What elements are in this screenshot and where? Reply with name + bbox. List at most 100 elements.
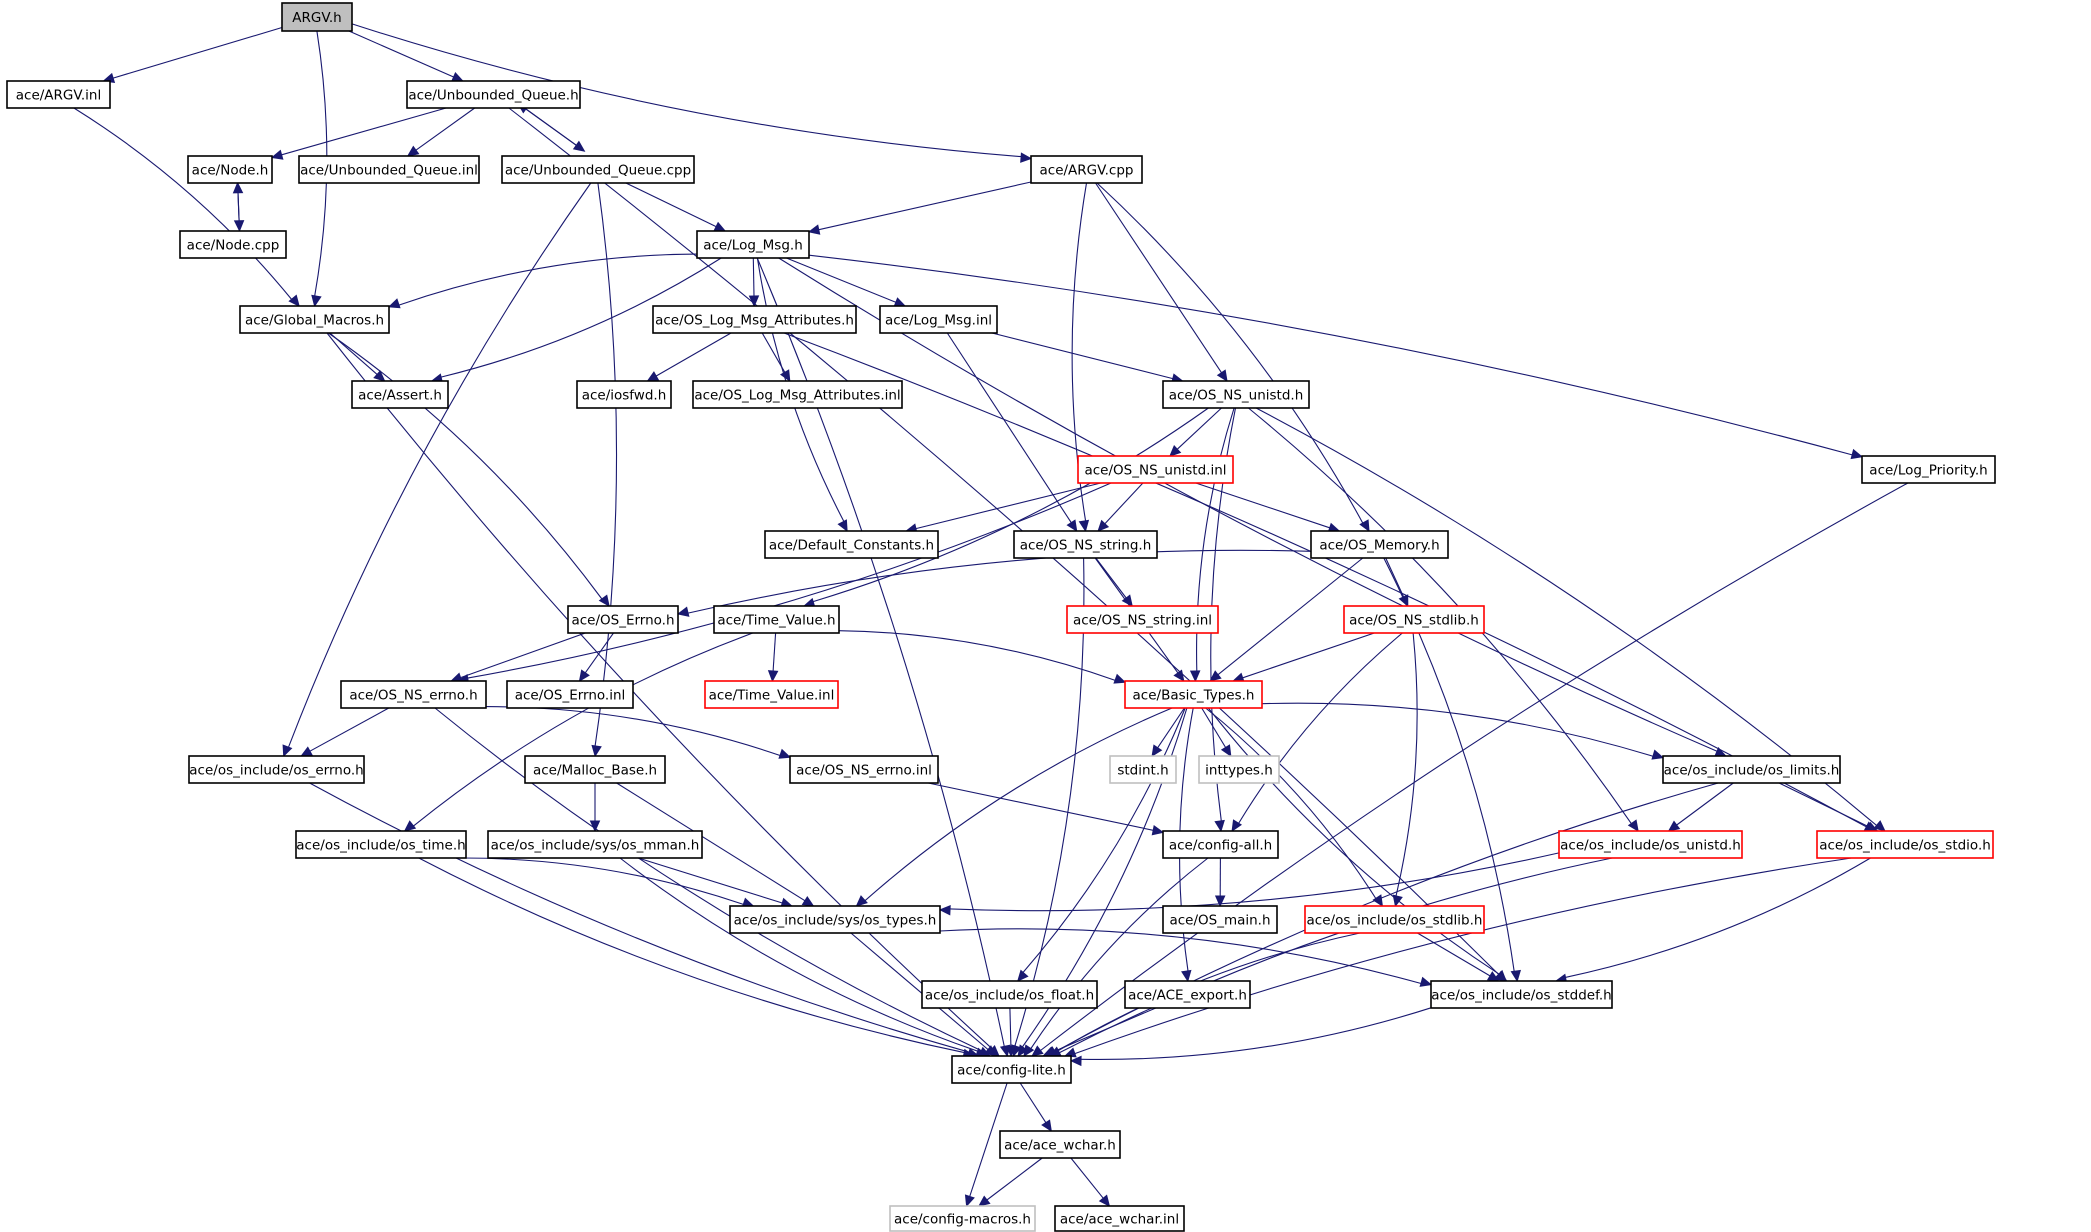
- node-box[interactable]: [1066, 605, 1219, 634]
- node-box[interactable]: [487, 830, 703, 859]
- node-log-msg-inl[interactable]: ace/Log_Msg.inl: [879, 305, 998, 334]
- node-oi-os-time[interactable]: ace/os_include/os_time.h: [295, 830, 467, 859]
- node-node-h[interactable]: ace/Node.h: [187, 155, 273, 184]
- node-box[interactable]: [1430, 980, 1613, 1009]
- node-box[interactable]: [692, 380, 903, 409]
- node-oi-os-stdlib[interactable]: ace/os_include/os_stdlib.h: [1304, 905, 1485, 934]
- node-node-cpp[interactable]: ace/Node.cpp: [179, 230, 287, 259]
- node-box[interactable]: [696, 230, 810, 259]
- node-box[interactable]: [1558, 830, 1743, 859]
- node-box[interactable]: [1162, 830, 1279, 859]
- node-argv-h[interactable]: ARGV.h: [281, 2, 353, 32]
- node-box[interactable]: [713, 605, 840, 634]
- node-box[interactable]: [1198, 755, 1280, 784]
- node-oi-sys-types[interactable]: ace/os_include/sys/os_types.h: [729, 905, 941, 934]
- node-os-errno-h[interactable]: ace/OS_Errno.h: [567, 605, 679, 634]
- node-box[interactable]: [704, 680, 839, 709]
- node-oi-os-stdio[interactable]: ace/os_include/os_stdio.h: [1816, 830, 1994, 859]
- node-malloc-base[interactable]: ace/Malloc_Base.h: [524, 755, 666, 784]
- node-box[interactable]: [187, 155, 273, 184]
- node-oi-os-unistd[interactable]: ace/os_include/os_unistd.h: [1558, 830, 1743, 859]
- node-ace-export[interactable]: ace/ACE_export.h: [1124, 980, 1251, 1009]
- node-box[interactable]: [879, 305, 998, 334]
- node-os-ns-string-h[interactable]: ace/OS_NS_string.h: [1013, 530, 1158, 559]
- node-box[interactable]: [1162, 380, 1310, 409]
- node-box[interactable]: [351, 380, 449, 409]
- node-box[interactable]: [1816, 830, 1994, 859]
- node-default-constants[interactable]: ace/Default_Constants.h: [764, 530, 939, 559]
- node-box[interactable]: [239, 305, 390, 334]
- node-box[interactable]: [951, 1055, 1072, 1084]
- node-os-log-attr-h[interactable]: ace/OS_Log_Msg_Attributes.h: [652, 305, 857, 334]
- node-box[interactable]: [340, 680, 487, 709]
- node-box[interactable]: [999, 1130, 1121, 1159]
- node-box[interactable]: [576, 380, 672, 409]
- node-log-msg-h[interactable]: ace/Log_Msg.h: [696, 230, 810, 259]
- node-global-macros[interactable]: ace/Global_Macros.h: [239, 305, 390, 334]
- node-ace-wchar-inl[interactable]: ace/ace_wchar.inl: [1054, 1205, 1185, 1232]
- node-argv-cpp[interactable]: ace/ARGV.cpp: [1030, 155, 1143, 184]
- node-box[interactable]: [764, 530, 939, 559]
- node-box[interactable]: [1030, 155, 1143, 184]
- node-box[interactable]: [1124, 980, 1251, 1009]
- node-box[interactable]: [6, 80, 111, 109]
- node-time-value-h[interactable]: ace/Time_Value.h: [713, 605, 840, 634]
- node-config-macros[interactable]: ace/config-macros.h: [889, 1205, 1036, 1232]
- node-box[interactable]: [1054, 1205, 1185, 1232]
- node-box[interactable]: [298, 155, 480, 184]
- node-time-value-inl[interactable]: ace/Time_Value.inl: [704, 680, 839, 709]
- node-box[interactable]: [1162, 905, 1278, 934]
- node-box[interactable]: [652, 305, 857, 334]
- node-os-ns-string-inl[interactable]: ace/OS_NS_string.inl: [1066, 605, 1219, 634]
- node-oi-sys-mman[interactable]: ace/os_include/sys/os_mman.h: [487, 830, 703, 859]
- node-box[interactable]: [524, 755, 666, 784]
- node-box[interactable]: [729, 905, 941, 934]
- node-oi-os-limits[interactable]: ace/os_include/os_limits.h: [1662, 755, 1841, 784]
- node-os-ns-stdlib-h[interactable]: ace/OS_NS_stdlib.h: [1343, 605, 1485, 634]
- node-oi-os-float[interactable]: ace/os_include/os_float.h: [921, 980, 1098, 1009]
- node-stdint[interactable]: stdint.h: [1109, 755, 1177, 784]
- node-box[interactable]: [889, 1205, 1036, 1232]
- node-config-lite[interactable]: ace/config-lite.h: [951, 1055, 1072, 1084]
- node-box[interactable]: [567, 605, 679, 634]
- node-box[interactable]: [188, 755, 365, 784]
- node-oi-os-errno[interactable]: ace/os_include/os_errno.h: [188, 755, 365, 784]
- node-box[interactable]: [1304, 905, 1485, 934]
- node-basic-types[interactable]: ace/Basic_Types.h: [1124, 680, 1263, 709]
- node-box[interactable]: [179, 230, 287, 259]
- node-ubq-inl[interactable]: ace/Unbounded_Queue.inl: [298, 155, 480, 184]
- node-box[interactable]: [1077, 455, 1234, 484]
- node-inttypes[interactable]: inttypes.h: [1198, 755, 1280, 784]
- node-os-ns-errno-inl[interactable]: ace/OS_NS_errno.inl: [789, 755, 939, 784]
- node-os-errno-inl[interactable]: ace/OS_Errno.inl: [506, 680, 634, 709]
- node-config-all[interactable]: ace/config-all.h: [1162, 830, 1279, 859]
- node-os-ns-unistd-inl[interactable]: ace/OS_NS_unistd.inl: [1077, 455, 1234, 484]
- node-box[interactable]: [506, 680, 634, 709]
- node-os-memory[interactable]: ace/OS_Memory.h: [1310, 530, 1449, 559]
- node-box[interactable]: [1109, 755, 1177, 784]
- node-box[interactable]: [295, 830, 467, 859]
- node-box[interactable]: [789, 755, 939, 784]
- node-os-log-attr-inl[interactable]: ace/OS_Log_Msg_Attributes.inl: [692, 380, 903, 409]
- node-iosfwd[interactable]: ace/iosfwd.h: [576, 380, 672, 409]
- node-argv-inl[interactable]: ace/ARGV.inl: [6, 80, 111, 109]
- node-box[interactable]: [406, 80, 581, 109]
- node-box[interactable]: [281, 2, 353, 32]
- node-oi-os-stddef[interactable]: ace/os_include/os_stddef.h: [1430, 980, 1613, 1009]
- node-box[interactable]: [1124, 680, 1263, 709]
- node-box[interactable]: [1310, 530, 1449, 559]
- node-box[interactable]: [1861, 455, 1996, 484]
- node-box[interactable]: [921, 980, 1098, 1009]
- node-assert-h[interactable]: ace/Assert.h: [351, 380, 449, 409]
- node-box[interactable]: [1662, 755, 1841, 784]
- node-box[interactable]: [501, 155, 695, 184]
- node-ubq-h[interactable]: ace/Unbounded_Queue.h: [406, 80, 581, 109]
- node-os-ns-errno-h[interactable]: ace/OS_NS_errno.h: [340, 680, 487, 709]
- node-box[interactable]: [1013, 530, 1158, 559]
- node-box[interactable]: [1343, 605, 1485, 634]
- node-log-priority[interactable]: ace/Log_Priority.h: [1861, 455, 1996, 484]
- node-os-ns-unistd-h[interactable]: ace/OS_NS_unistd.h: [1162, 380, 1310, 409]
- node-ubq-cpp[interactable]: ace/Unbounded_Queue.cpp: [501, 155, 695, 184]
- node-ace-wchar-h[interactable]: ace/ace_wchar.h: [999, 1130, 1121, 1159]
- node-os-main[interactable]: ace/OS_main.h: [1162, 905, 1278, 934]
